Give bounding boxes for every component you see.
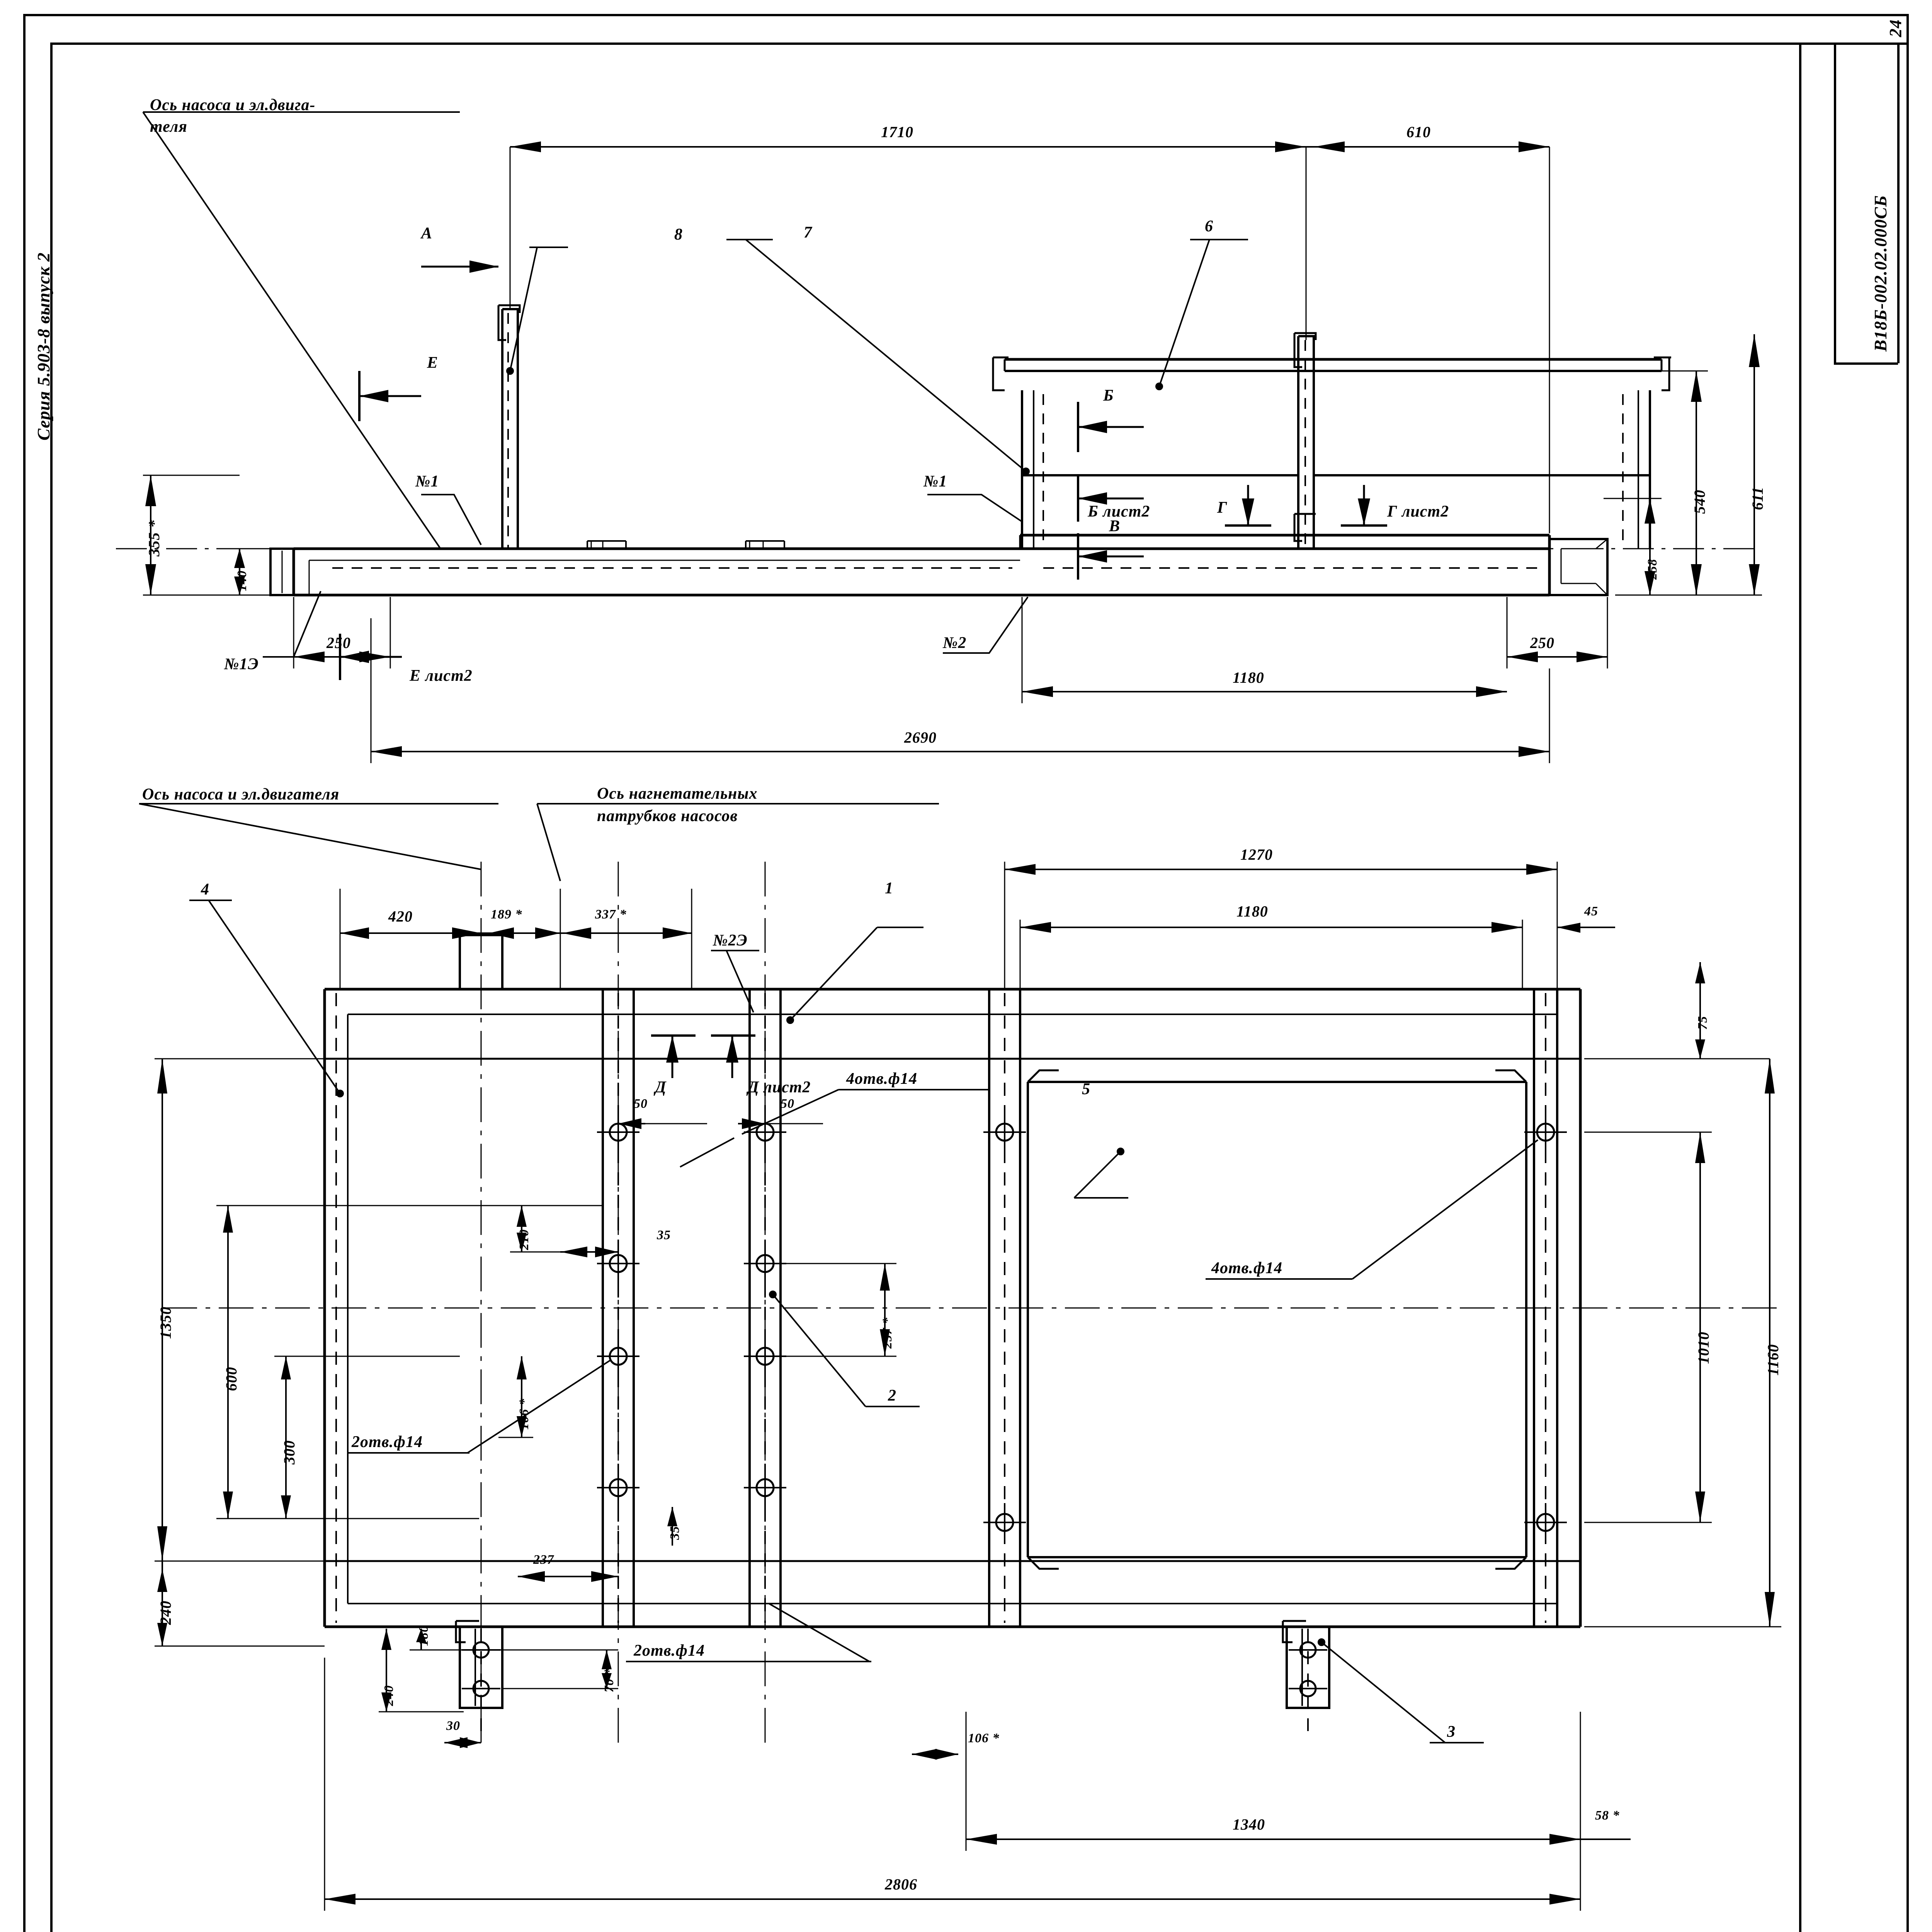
right-margin-box-left bbox=[1834, 43, 1836, 363]
plan-holes-2-bottom: 2отв.ф14 bbox=[634, 1642, 705, 1660]
elevation-dim-2690: 2690 bbox=[904, 729, 937, 746]
elevation-section-A: А bbox=[421, 224, 433, 242]
elevation-dim-250-right: 250 bbox=[1530, 634, 1554, 651]
sheet-border-top bbox=[23, 14, 1909, 16]
frame-top bbox=[50, 43, 1801, 45]
plan-axis-pump-label: Ось насоса и эл.двигателя bbox=[142, 786, 340, 803]
elevation-section-E: Е bbox=[427, 354, 439, 372]
plan-dim-106a: 106 * bbox=[517, 1398, 531, 1430]
elevation-section-B-sheet: Б лист2 bbox=[1088, 503, 1150, 520]
elevation-section-E-sheet: Е лист2 bbox=[410, 667, 473, 685]
plan-axis-nozzle-line2: патрубков насосов bbox=[597, 807, 738, 825]
right-margin-box-right bbox=[1897, 43, 1900, 363]
plan-dim-257: 257 * bbox=[880, 1317, 895, 1349]
plan-dim-1180: 1180 bbox=[1236, 903, 1268, 920]
plan-dim-1350: 1350 bbox=[157, 1306, 174, 1339]
sheet-border-right bbox=[1906, 14, 1909, 1932]
sheet-number: 24 bbox=[1886, 19, 1905, 37]
plan-axis-nozzle-line1: Ось нагнетательных bbox=[597, 785, 758, 803]
right-margin-box-bottom bbox=[1834, 362, 1898, 365]
plan-weld-2e: №2Э bbox=[713, 932, 748, 949]
plan-dim-180: 180 bbox=[417, 1625, 431, 1646]
elevation-dim-540: 540 bbox=[1691, 490, 1708, 514]
plan-dim-1340: 1340 bbox=[1233, 1816, 1265, 1833]
plan-dim-600: 600 bbox=[223, 1367, 240, 1391]
plan-dim-58: 58 * bbox=[1595, 1808, 1620, 1823]
plan-dim-75: 75 bbox=[1696, 1016, 1710, 1030]
plan-dim-237: 237 bbox=[533, 1553, 554, 1567]
elevation-axis-label-line2: теля bbox=[150, 118, 187, 136]
frame-left bbox=[50, 43, 53, 1932]
plan-dim-337: 337 * bbox=[595, 907, 627, 922]
plan-dim-70: 70 * bbox=[602, 1668, 616, 1693]
elevation-weld-1-left: №1 bbox=[415, 473, 439, 490]
plan-dim-2806: 2806 bbox=[885, 1876, 917, 1893]
elevation-axis-label-line1: Ось насоса и эл.двига- bbox=[150, 96, 316, 114]
plan-dim-45: 45 bbox=[1584, 904, 1598, 918]
plan-dim-50a: 50 bbox=[634, 1097, 648, 1111]
plan-dim-300: 300 bbox=[281, 1440, 298, 1464]
elevation-dim-258: 258 bbox=[1645, 559, 1660, 580]
series-note: Серия 5.903-8 выпуск 2 bbox=[34, 252, 53, 440]
elevation-dim-1180: 1180 bbox=[1233, 669, 1264, 686]
plan-dim-35: 35 bbox=[657, 1228, 671, 1242]
plan-dim-106b: 106 * bbox=[968, 1731, 1000, 1745]
plan-part-3: 3 bbox=[1447, 1723, 1456, 1741]
frame-right bbox=[1799, 43, 1801, 1932]
elevation-weld-1e: №1Э bbox=[224, 655, 259, 673]
elevation-part-6: 6 bbox=[1205, 218, 1213, 235]
plan-dim-30: 30 bbox=[446, 1719, 460, 1733]
elevation-dim-250-left: 250 bbox=[327, 634, 351, 651]
elevation-dim-611: 611 bbox=[1749, 486, 1766, 510]
plan-dim-50b: 50 bbox=[781, 1097, 794, 1111]
plan-dim-1160: 1160 bbox=[1764, 1344, 1782, 1376]
plan-dim-189: 189 * bbox=[491, 907, 522, 922]
elevation-section-B-top: Б bbox=[1103, 387, 1114, 405]
right-margin-divider bbox=[1799, 43, 1909, 45]
plan-section-D-sheet: Д лист2 bbox=[748, 1078, 811, 1096]
elevation-section-G: Г bbox=[1217, 499, 1228, 517]
elevation-dim-355: 355 * bbox=[145, 520, 163, 556]
plan-part-1: 1 bbox=[885, 879, 893, 897]
elevation-weld-1-right: №1 bbox=[923, 473, 947, 490]
plan-dim-240-left: 240 bbox=[157, 1600, 174, 1625]
elevation-part-7: 7 bbox=[804, 224, 812, 242]
elevation-part-8: 8 bbox=[674, 226, 683, 243]
plan-dim-1270: 1270 bbox=[1240, 846, 1273, 863]
elevation-dim-1710: 1710 bbox=[881, 123, 913, 141]
elevation-dim-610: 610 bbox=[1406, 123, 1431, 141]
drawing-number-vertical: В18Б-002.02.000СБ bbox=[1871, 195, 1890, 352]
plan-section-D: Д bbox=[655, 1078, 667, 1096]
plan-dim-35b: 35 bbox=[668, 1526, 682, 1540]
plan-dim-1010: 1010 bbox=[1695, 1332, 1712, 1364]
plan-part-5: 5 bbox=[1082, 1080, 1090, 1098]
plan-holes-4-right: 4отв.ф14 bbox=[1211, 1259, 1282, 1277]
plan-part-4: 4 bbox=[201, 881, 209, 898]
elevation-weld-2: №2 bbox=[943, 634, 967, 652]
plan-holes-4-top: 4отв.ф14 bbox=[846, 1070, 917, 1088]
plan-holes-2-left: 2отв.ф14 bbox=[352, 1433, 423, 1451]
elevation-section-G-sheet: Г лист2 bbox=[1387, 503, 1449, 520]
plan-part-2: 2 bbox=[888, 1387, 896, 1405]
plan-dim-420: 420 bbox=[388, 908, 413, 925]
plan-dim-210: 210 * bbox=[517, 1218, 531, 1250]
elevation-section-V: В bbox=[1109, 517, 1121, 535]
sheet-border-left bbox=[23, 14, 26, 1932]
elevation-dim-140: 140 * bbox=[235, 560, 249, 592]
plan-dim-240b: 240 bbox=[382, 1685, 396, 1706]
